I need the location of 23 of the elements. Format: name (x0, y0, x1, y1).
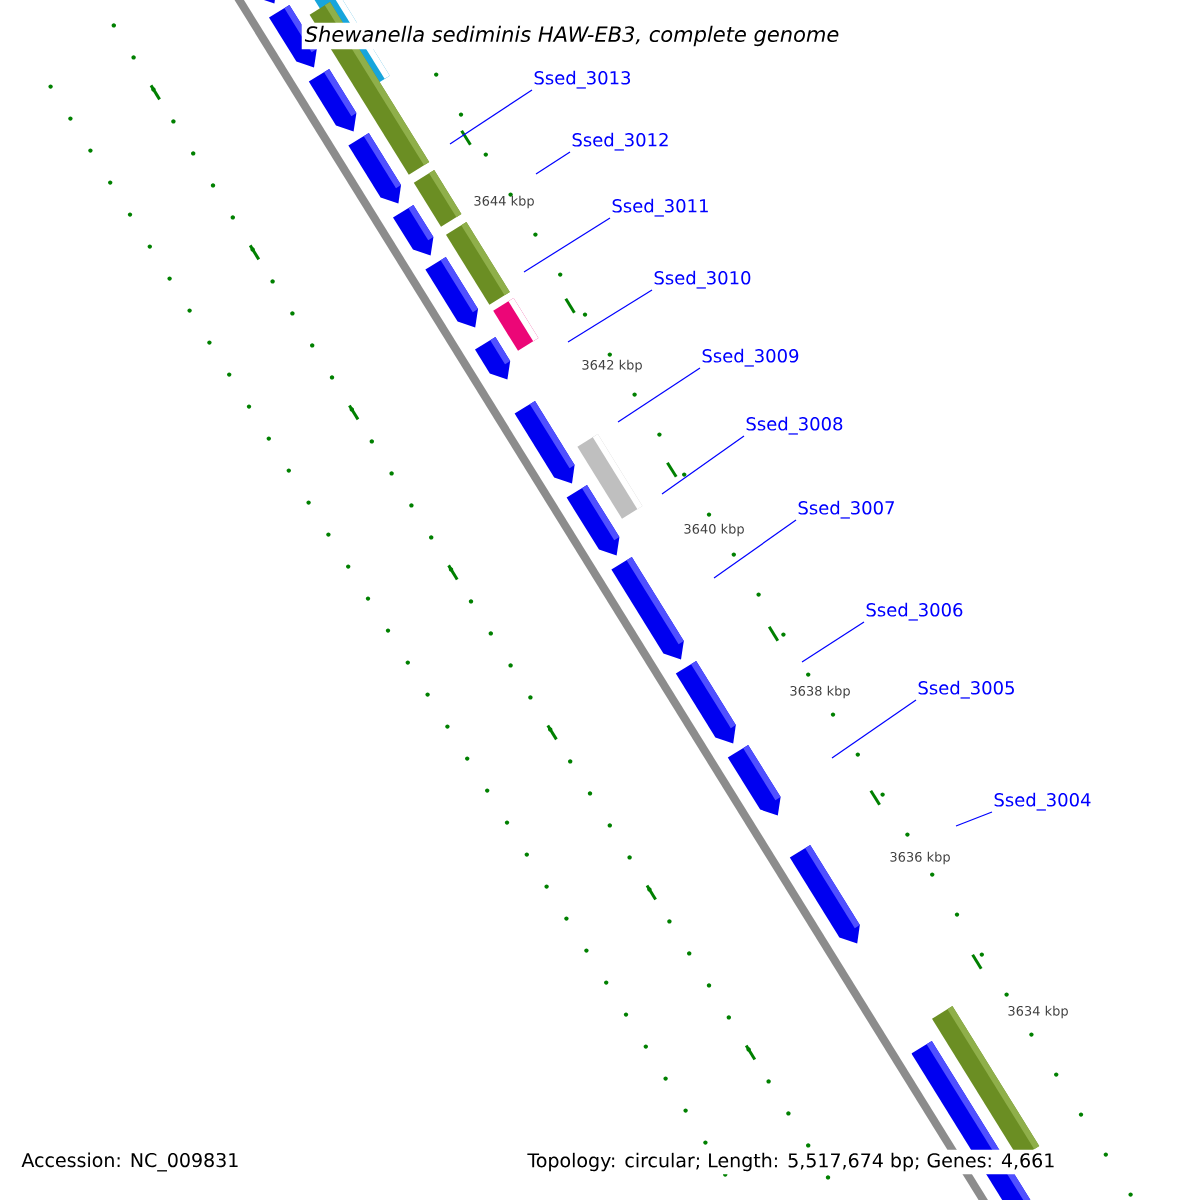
leader-line (955, 811, 993, 827)
gene-label: Ssed_3013 (534, 70, 631, 89)
leader-line (713, 519, 797, 579)
leader-line (617, 367, 701, 423)
gene-label: Ssed_3005 (918, 680, 1014, 699)
leader-line (567, 289, 653, 343)
gene-label: Ssed_3012 (572, 132, 668, 151)
leader-line (831, 699, 917, 759)
gene-label: Ssed_3011 (612, 198, 708, 217)
leader-line (523, 217, 611, 273)
gene-label: Ssed_3007 (798, 500, 894, 519)
gene-label: Ssed_3006 (866, 602, 963, 621)
gene-label: Ssed_3008 (746, 416, 843, 435)
title: Shewanella sediminis HAW-EB3, complete genome (301, 22, 843, 50)
genome-summary: Topology: circular; Length: 5,517,674 bp; Genes: 4,661 (524, 1149, 1059, 1175)
leader-line (661, 435, 745, 495)
gene-label: Ssed_3009 (702, 348, 799, 367)
leader-line (449, 89, 533, 145)
gene-label: Ssed_3010 (654, 270, 751, 289)
leader-line (801, 621, 865, 663)
gene-label: Ssed_3004 (994, 792, 1091, 811)
accession-text: Accession: NC_009831 (18, 1149, 243, 1175)
leader-line (535, 151, 571, 175)
